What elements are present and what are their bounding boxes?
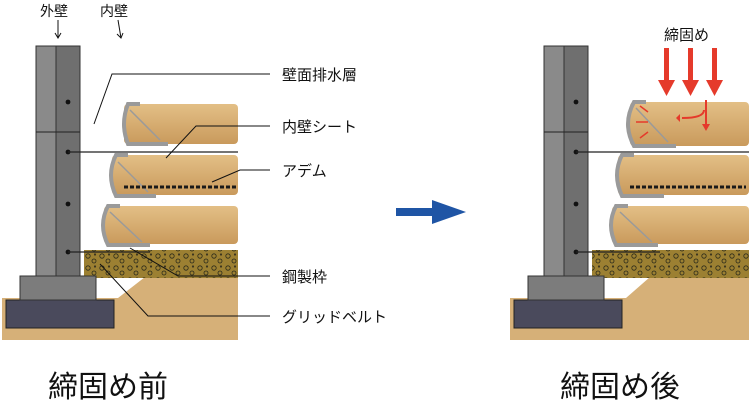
leader-drainage <box>93 73 270 125</box>
soil-bag <box>612 206 749 244</box>
inner-wall-label: 内壁 <box>100 4 128 20</box>
caption-after: 締固め後 <box>560 370 680 405</box>
inner-wall-column <box>55 45 81 277</box>
soil-bag <box>104 206 238 244</box>
outer-wall-column <box>35 45 57 277</box>
outer-wall-label: 外壁 <box>40 4 68 20</box>
drainage-layer-label: 壁面排水層 <box>282 66 357 84</box>
caption-before: 締固め前 <box>48 370 168 405</box>
gravel-layer <box>592 250 749 278</box>
footing <box>19 275 97 301</box>
gravel-layer <box>84 250 238 278</box>
footing <box>527 275 605 301</box>
leader-adem <box>211 169 270 183</box>
leader-grid <box>99 263 270 317</box>
inner-sheet-label: 内壁シート <box>282 118 357 136</box>
before-panel <box>2 19 270 340</box>
base-block <box>5 299 115 329</box>
soil-bag <box>618 155 749 195</box>
base-block <box>513 299 623 329</box>
grid-belt-label: グリッドベルト <box>282 308 387 326</box>
soil-bag-compacted <box>630 102 749 146</box>
adem-label: アデム <box>282 162 327 180</box>
compaction-arrows <box>636 48 723 139</box>
inner-wall-column <box>563 45 589 277</box>
transition-arrow <box>396 200 466 224</box>
leader-sheet <box>165 125 270 159</box>
after-panel <box>510 45 749 340</box>
steel-frame-label: 鋼製枠 <box>282 268 327 286</box>
soil-bag <box>124 104 238 144</box>
leader-frame <box>129 247 270 277</box>
compaction-label: 締固め <box>664 26 709 44</box>
soil-bag <box>112 155 238 195</box>
outer-wall-column <box>543 45 565 277</box>
